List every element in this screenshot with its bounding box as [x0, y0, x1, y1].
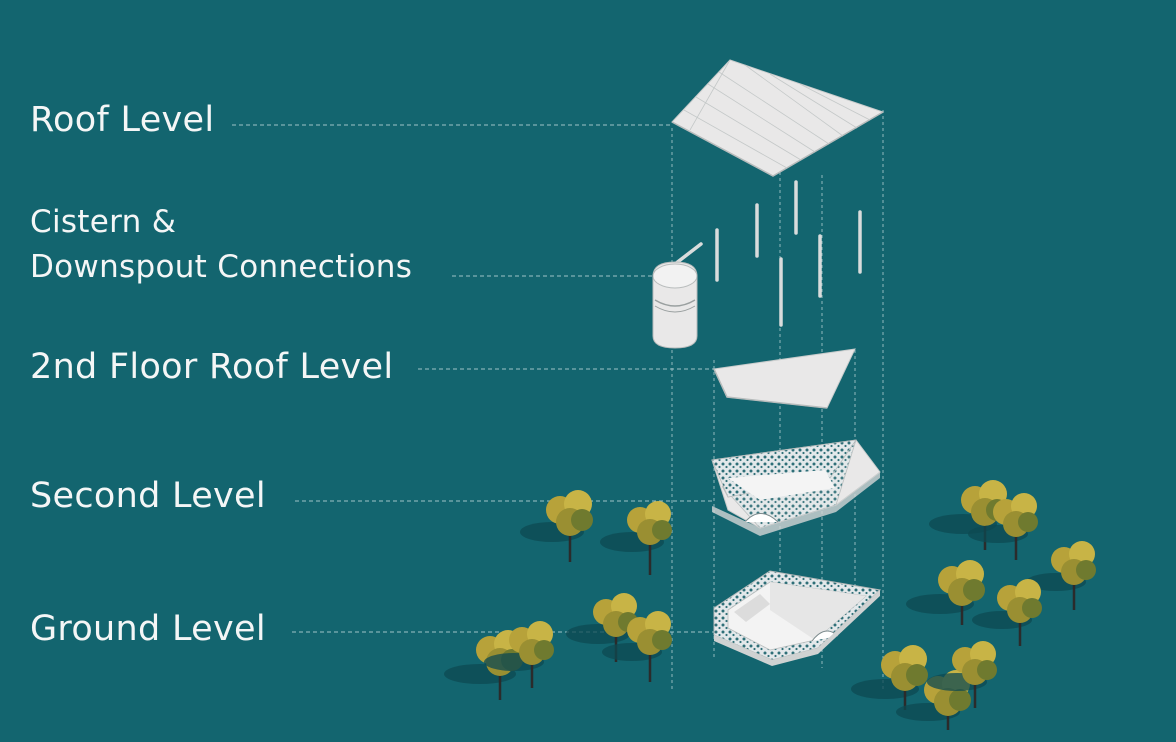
cistern: [652, 261, 698, 349]
ground-level-label: Ground Level: [30, 609, 266, 649]
trees: [444, 480, 1096, 730]
leader-lines: [232, 124, 714, 633]
tree: [968, 493, 1038, 560]
cistern-downspout-label: Cistern & Downspout Connections: [30, 200, 412, 290]
tree: [972, 579, 1042, 646]
tree: [520, 490, 593, 562]
cistern-label-line-2: Downspout Connections: [30, 248, 413, 285]
tree: [927, 641, 997, 708]
tree: [566, 593, 638, 662]
second-level-label: Second Level: [30, 476, 266, 516]
tree: [484, 621, 554, 688]
tree: [602, 611, 672, 682]
downspout: [673, 242, 703, 266]
tree: [906, 560, 985, 625]
roof-level-label: Roof Level: [30, 100, 215, 140]
roof-panel: [671, 59, 885, 177]
tree: [600, 501, 672, 575]
tree: [851, 645, 928, 710]
ground-level-floor: [713, 570, 882, 666]
tree: [1026, 541, 1096, 610]
downspouts: [673, 180, 862, 327]
cistern-label-line-1: Cistern &: [30, 204, 177, 240]
second-level-floor: [711, 439, 881, 536]
second-floor-roof-level-label: 2nd Floor Roof Level: [30, 347, 394, 387]
second-floor-roof-slab: [713, 348, 856, 409]
